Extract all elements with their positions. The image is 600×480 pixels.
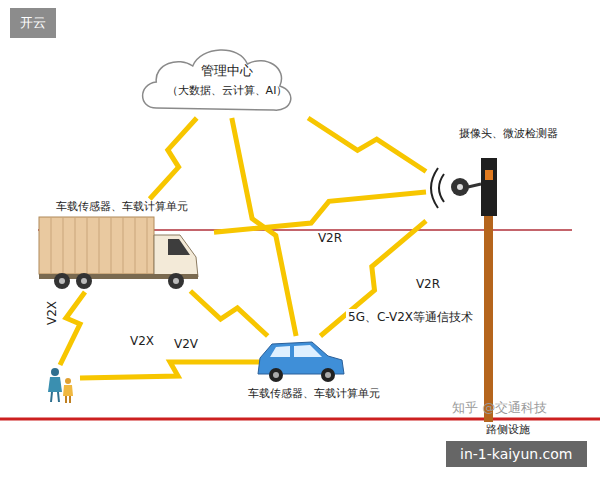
link-label: V2V [172, 337, 200, 351]
node-illustration [426, 126, 566, 438]
signal-bolt [190, 291, 267, 336]
signal-bolt [150, 118, 197, 199]
roadside-node: 摄像头、微波检测器路侧设施 [426, 126, 590, 438]
link-label: V2X [45, 301, 59, 325]
node-text: 车载传感器、车载计算单元 [232, 386, 396, 401]
link-label: V2X [130, 334, 154, 348]
node-text: 摄像头、微波检测器 [426, 126, 590, 141]
signal-bolt [214, 192, 426, 232]
watermark-badge: in-1-kaiyun.com [446, 441, 587, 467]
road-line [0, 418, 600, 421]
pedestrian-figure [48, 368, 73, 403]
watermark-text: 知乎 @交通科技 [452, 399, 547, 417]
link-label: V2R [414, 277, 442, 291]
technology-note: 5G、C-V2X等通信技术 [346, 309, 475, 326]
cloud-node: 管理中心 （大数据、云计算、AI） [134, 38, 320, 118]
link-label: V2R [316, 231, 344, 245]
node-text: 车载传感器、车载计算单元 [30, 199, 214, 214]
signal-bolt [308, 118, 426, 172]
car-node: 车载传感器、车载计算单元 [232, 336, 396, 404]
signal-bolt [80, 362, 262, 378]
node-text: 路侧设施 [426, 422, 590, 437]
signal-bolt [60, 292, 85, 365]
truck-node: 车载传感器、车载计算单元 [30, 199, 214, 291]
node-text: （大数据、云计算、AI） [134, 83, 320, 98]
node-text: 管理中心 [134, 62, 320, 80]
watermark-badge: 开云 [10, 8, 56, 38]
